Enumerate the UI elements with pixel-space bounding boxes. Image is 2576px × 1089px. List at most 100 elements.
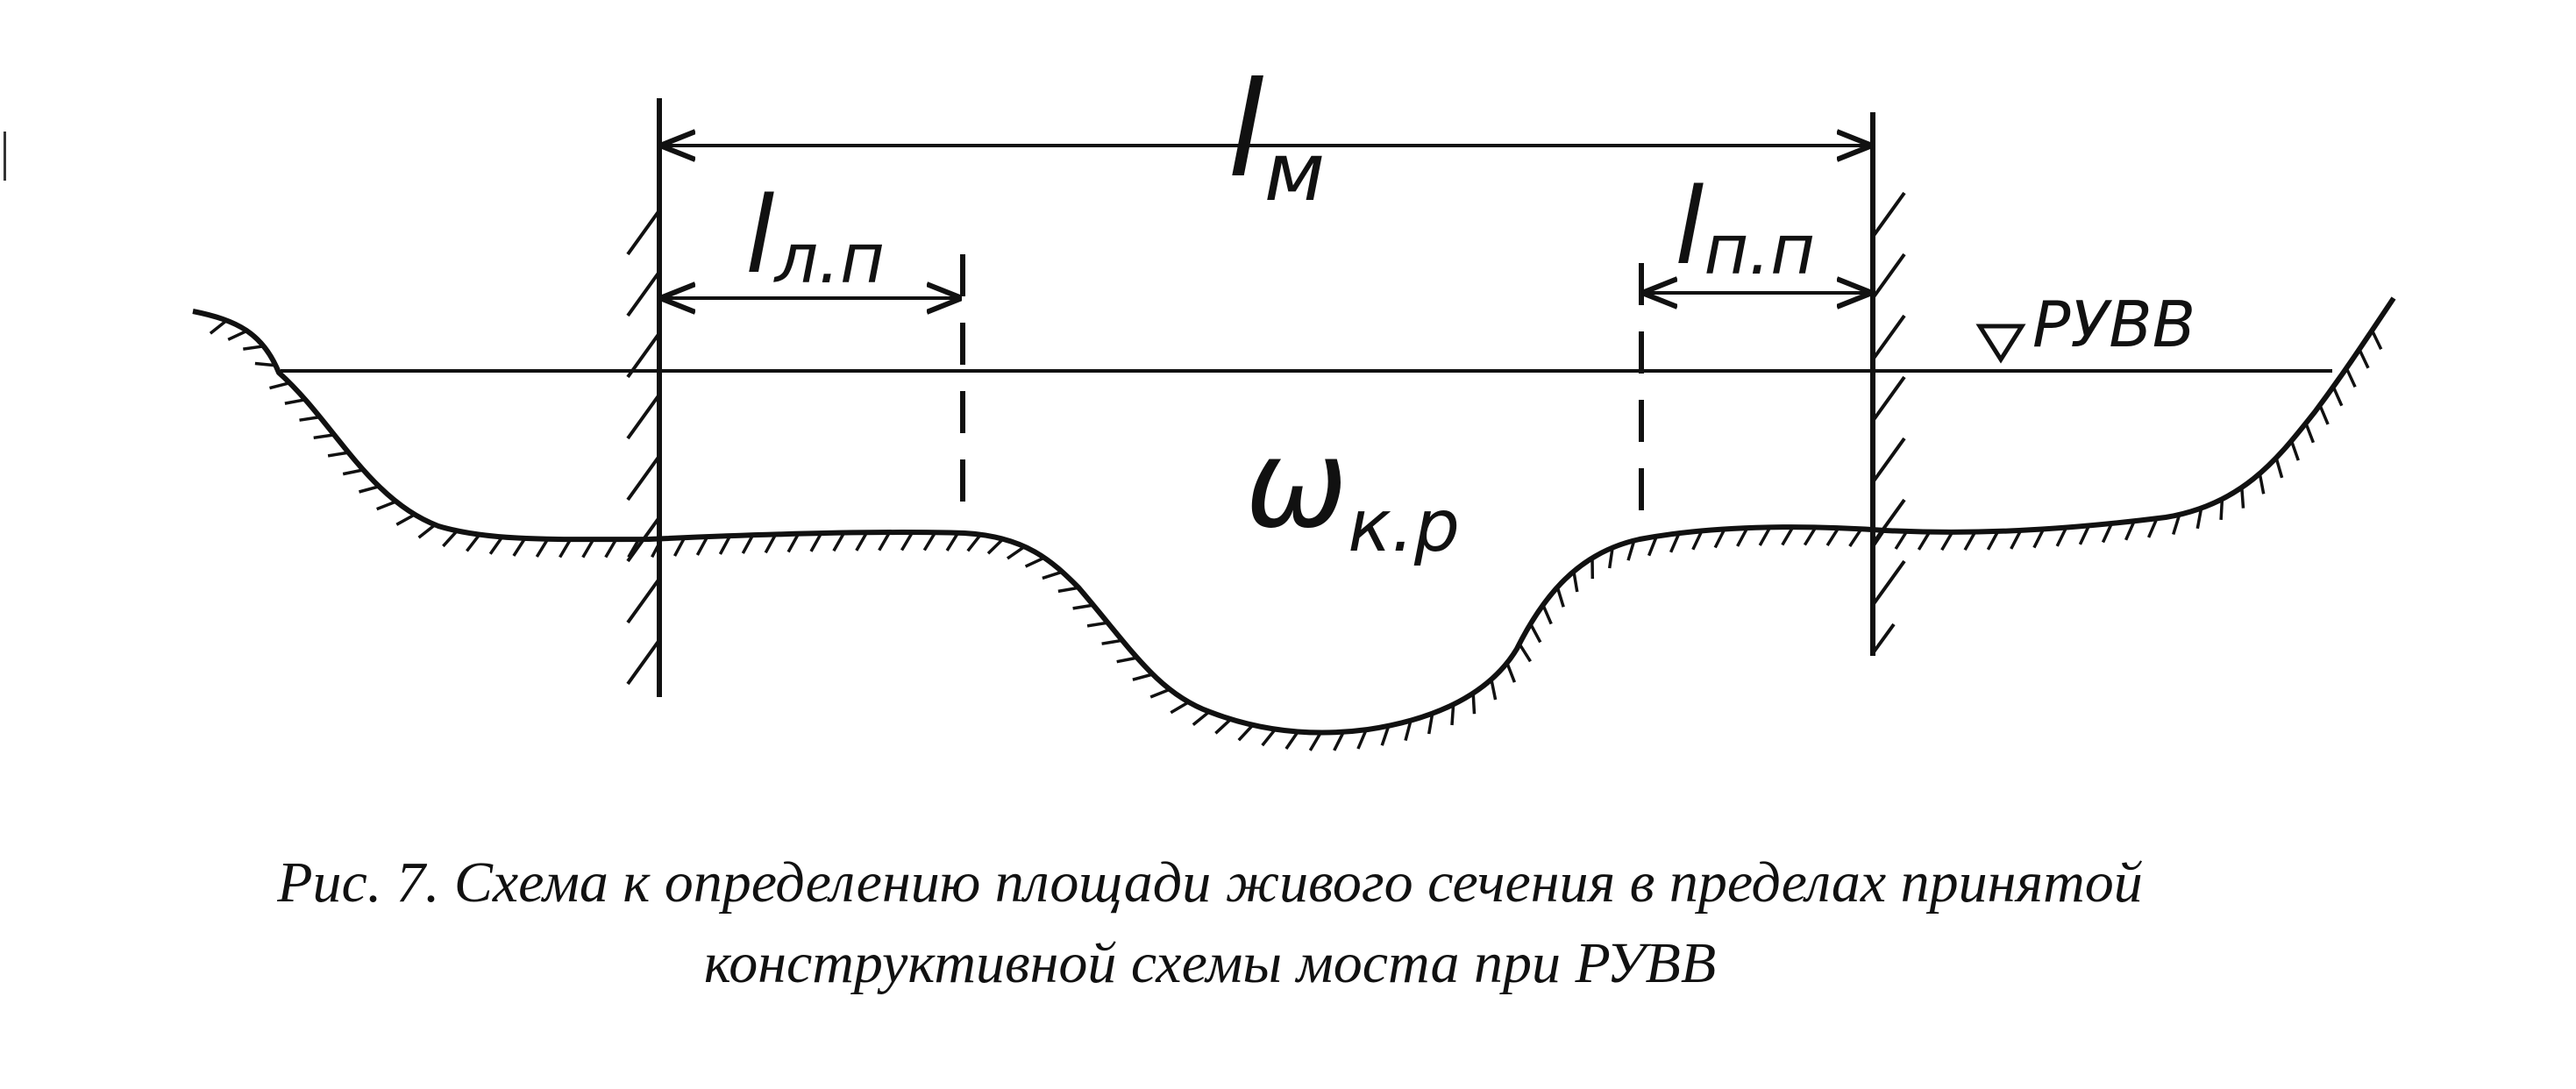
hatch-stroke <box>2195 508 2203 530</box>
hatch-stroke <box>1450 704 1455 726</box>
hatch-stroke <box>395 513 416 526</box>
hatch-stroke <box>1237 723 1255 742</box>
hatch-stroke <box>855 531 869 552</box>
hatch-stroke <box>986 537 1005 555</box>
hatch-stroke <box>227 329 248 341</box>
hatch-stroke <box>284 398 306 405</box>
hatch-stroke <box>1042 570 1064 580</box>
hatch-stroke <box>832 531 846 552</box>
hatch-stroke <box>1917 530 1932 551</box>
total-span-label: lм <box>1228 54 1325 219</box>
hatch-stroke <box>1555 587 1565 608</box>
hatch-stroke <box>1986 530 2000 551</box>
hatch-stroke <box>2032 528 2046 549</box>
hatch-stroke <box>417 523 437 539</box>
hatch-stroke <box>2078 524 2091 545</box>
hatch-stroke <box>1380 725 1391 746</box>
hatch-stroke <box>1284 730 1299 750</box>
hatch-stroke <box>1518 643 1532 663</box>
hatch-stroke <box>2289 440 2300 461</box>
hatch-stroke <box>2331 386 2344 407</box>
hatch-stroke <box>695 536 709 556</box>
hatch-stroke <box>922 531 937 552</box>
hatch-stroke <box>1713 528 1726 549</box>
hatch-stroke <box>1132 673 1154 681</box>
hatch-stroke <box>1669 532 1681 553</box>
hatch-stroke <box>2010 530 2023 550</box>
hatch-stroke <box>1529 623 1542 644</box>
hatch-stroke <box>741 534 755 554</box>
hatch-stroke <box>1261 728 1277 747</box>
hatch-stroke <box>900 531 914 552</box>
hatch-stroke <box>718 535 732 555</box>
hatch-stroke <box>1007 544 1026 560</box>
hatch-stroke <box>2219 499 2224 520</box>
hatch-stroke <box>1192 710 1211 726</box>
hatch-stroke <box>299 415 321 422</box>
hatch-stroke <box>1356 729 1368 750</box>
hatch-stroke <box>786 532 801 553</box>
hatch-stroke <box>1214 717 1232 735</box>
hatch-stroke <box>1490 679 1498 701</box>
hatch-stroke <box>764 533 778 554</box>
hatch-stroke <box>376 500 397 511</box>
hatch-stroke <box>1691 530 1704 551</box>
hatch-stroke <box>2172 514 2181 536</box>
hatch-stroke <box>1963 530 1977 552</box>
hatch-stroke <box>581 538 595 559</box>
hatch-stroke <box>1086 621 1108 628</box>
hatch-stroke <box>1333 731 1345 751</box>
cross-section-diagram: РУВВ lм lл.п lп.п ωк.р <box>192 54 2396 751</box>
hatch-stroke <box>878 531 892 552</box>
hatch-stroke <box>1940 531 1954 552</box>
hatch-stroke <box>1404 720 1413 742</box>
hatch-stroke <box>1101 638 1123 645</box>
flow-area-label: ωк.р <box>1245 413 1460 568</box>
hatch-stroke <box>1894 530 1909 550</box>
hatch-stroke <box>488 536 504 555</box>
hatch-stroke <box>1572 571 1579 593</box>
hatch-stroke <box>442 530 459 548</box>
hatch-stroke <box>1541 604 1553 625</box>
water-level-label: РУВВ <box>2032 288 2195 361</box>
margin-mark <box>4 132 6 181</box>
left-abutment-hatching <box>626 209 661 686</box>
hatch-stroke <box>2101 523 2113 544</box>
hatch-stroke <box>1781 526 1795 546</box>
hatch-stroke <box>1647 536 1658 557</box>
hatch-stroke <box>466 533 481 552</box>
hatch-stroke <box>1057 586 1079 594</box>
hatch-stroke <box>1736 527 1749 547</box>
hatch-stroke <box>1626 539 1636 561</box>
hatch-stroke <box>1471 693 1477 715</box>
hatch-stroke <box>1427 713 1434 735</box>
hatch-stroke <box>2358 348 2370 369</box>
hatch-stroke <box>209 319 228 335</box>
hatch-stroke <box>2318 404 2330 425</box>
riverbed-profile <box>192 296 2396 736</box>
hatch-stroke <box>2240 487 2245 509</box>
hatch-stroke <box>2304 422 2316 444</box>
hatch-stroke <box>1848 528 1863 547</box>
hatch-stroke <box>359 485 380 494</box>
hatch-stroke <box>2055 526 2068 547</box>
hatch-stroke <box>512 537 527 557</box>
hatch-stroke <box>2258 473 2266 495</box>
hatch-stroke <box>243 345 265 351</box>
figure-caption-line-1: Рис. 7. Схема к определению площади живо… <box>277 851 2143 915</box>
hatch-stroke <box>342 468 364 476</box>
hatch-stroke <box>1607 547 1614 569</box>
hatch-stroke <box>1803 526 1818 546</box>
ground-hatching <box>209 319 2383 751</box>
hatch-stroke <box>2370 330 2383 350</box>
hatch-stroke <box>269 381 290 390</box>
hatch-stroke <box>313 433 335 440</box>
hatch-stroke <box>966 533 982 552</box>
hatch-stroke <box>1170 701 1190 715</box>
hatch-stroke <box>327 451 349 458</box>
hatch-stroke <box>1308 731 1322 751</box>
hatch-stroke <box>254 361 276 367</box>
figure-caption-line-2: конструктивной схемы моста при РУВВ <box>703 931 1717 995</box>
hatch-stroke <box>2345 367 2357 388</box>
hatch-stroke <box>1758 526 1772 546</box>
